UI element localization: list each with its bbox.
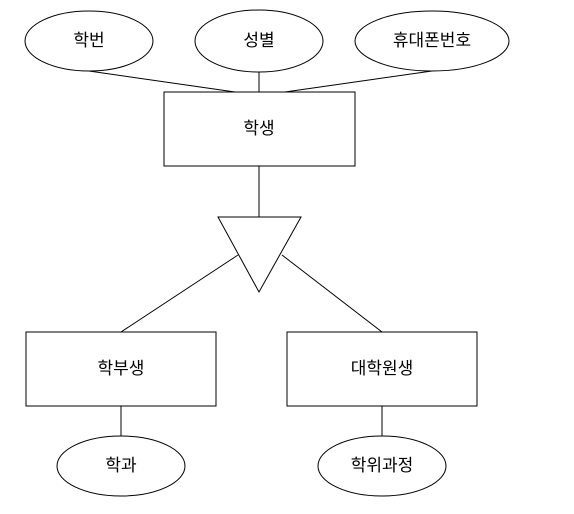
attribute-label: 학번 (73, 31, 104, 51)
attribute-label: 휴대폰번호 (393, 31, 471, 51)
edge-isa-to-undergraduate (120, 254, 239, 333)
attribute-ellipse (24, 10, 154, 72)
attribute-label: 성별 (243, 31, 274, 51)
attribute-ellipse (56, 435, 186, 497)
entity-undergraduate: 학부생 (25, 331, 217, 407)
entity-label: 학부생 (98, 359, 145, 379)
attribute-phone: 휴대폰번호 (354, 10, 510, 72)
attribute-department: 학과 (56, 435, 186, 497)
attribute-degree-program: 학위과정 (317, 435, 447, 497)
attribute-ellipse (194, 9, 324, 73)
attribute-label: 학위과정 (351, 456, 414, 476)
isa-triangle (217, 216, 302, 294)
entity-graduate: 대학원생 (286, 331, 478, 407)
entity-box (163, 91, 356, 167)
entity-label: 대학원생 (351, 359, 414, 379)
entity-label: 학생 (243, 119, 274, 139)
edge-student-id (88, 70, 236, 93)
edge-isa-to-graduate (281, 254, 383, 333)
attribute-ellipse (317, 435, 447, 497)
attribute-ellipse (354, 10, 510, 72)
entity-box (286, 331, 478, 407)
attribute-gender: 성별 (194, 9, 324, 73)
entity-student: 학생 (163, 91, 356, 167)
attribute-student-id: 학번 (24, 10, 154, 72)
entity-box (25, 331, 217, 407)
attribute-label: 학과 (105, 456, 137, 476)
edge-phone (284, 70, 433, 93)
connectors (88, 70, 433, 440)
